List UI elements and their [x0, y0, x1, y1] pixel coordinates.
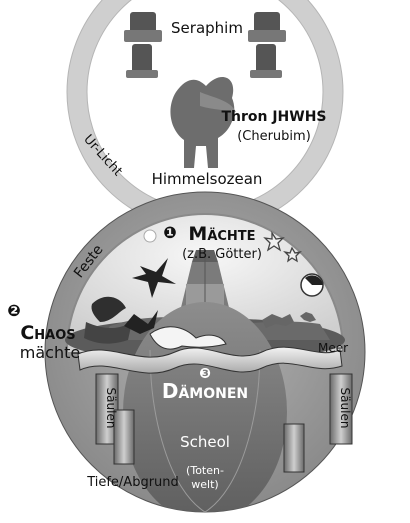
seraphim-label: Seraphim — [171, 19, 243, 37]
sheol-label: Scheol — [180, 433, 230, 451]
demons-title: Dämonen — [162, 379, 248, 403]
pillars-right-label: Säulen — [338, 388, 352, 429]
sheol-sub-line1: (Toten- — [186, 464, 224, 477]
sea-label: Meer — [318, 341, 348, 355]
powers-subtitle: (z.B. Götter) — [182, 247, 262, 262]
throne-title: Thron JHWHS — [221, 109, 326, 125]
powers-title: Mächte — [188, 223, 255, 245]
sun-icon — [144, 230, 156, 242]
sky-ocean-label: Himmelsozean — [152, 170, 263, 188]
abyss-label: Tiefe/Abgrund — [86, 475, 179, 490]
sheol-sub-line2: welt) — [191, 478, 218, 491]
chaos-title: Chaos — [20, 322, 75, 344]
moon-icon — [301, 274, 323, 296]
pillars-left-label: Säulen — [104, 388, 118, 429]
chaos-number: ❷ — [7, 301, 21, 320]
chaos-subtitle: mächte — [20, 343, 80, 362]
throne-subtitle: (Cherubim) — [237, 129, 311, 144]
powers-number: ❶ — [163, 223, 177, 242]
